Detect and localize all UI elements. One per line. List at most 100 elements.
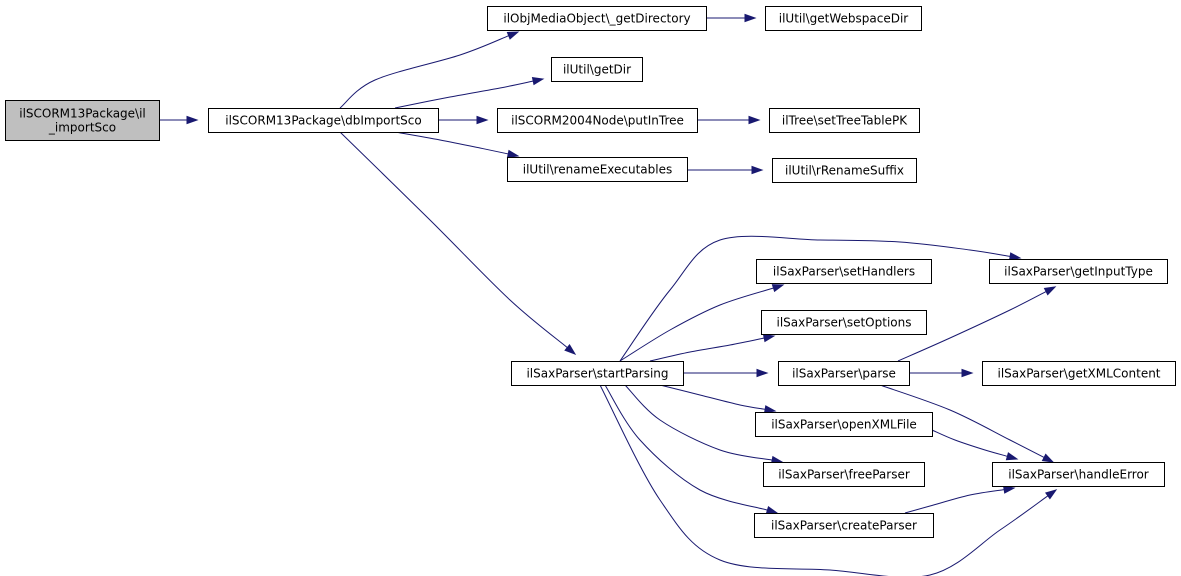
- edge-line: [624, 384, 773, 461]
- arrow-head: [1045, 489, 1058, 500]
- node-get-directory[interactable]: ilObjMediaObject\_getDirectory: [487, 6, 707, 31]
- node-get-input-type[interactable]: ilSaxParser\getInputType: [989, 259, 1168, 284]
- arrow-head: [186, 115, 199, 125]
- node-label: ilSCORM13Package\il: [19, 107, 146, 121]
- node-start-parsing[interactable]: ilSaxParser\startParsing: [511, 361, 684, 386]
- edge-open-xml-file-to-handle-error: [931, 429, 1019, 461]
- edge-line: [659, 384, 766, 410]
- arrow-head: [756, 368, 769, 378]
- node-label: ilSaxParser\getInputType: [1004, 265, 1153, 279]
- node-label: ilTree\setTreeTablePK: [782, 114, 908, 128]
- edge-line: [619, 287, 774, 362]
- node-label: _importSco: [48, 121, 116, 135]
- node-box: [755, 412, 933, 437]
- edge-parse-to-get-input-type: [897, 286, 1057, 362]
- node-box: [551, 57, 643, 82]
- node-free-parser[interactable]: ilSaxParser\freeParser: [763, 462, 925, 487]
- edge-start-parsing-to-get-input-type: [619, 235, 1022, 362]
- arrow-head: [1043, 286, 1057, 296]
- edge-start-parsing-to-create-parser: [604, 384, 779, 515]
- node-label: ilSCORM2004Node\putInTree: [511, 114, 684, 128]
- edge-db-import-sco-to-start-parsing: [339, 131, 577, 355]
- edge-line: [619, 235, 1011, 362]
- edge-put-in-tree-to-set-tree-table-pk: [697, 115, 761, 125]
- node-box: [982, 361, 1176, 386]
- call-graph-edges: [159, 13, 1058, 576]
- arrow-head: [564, 344, 577, 355]
- edge-rename-executables-to-r-rename-suffix: [687, 165, 764, 175]
- edge-line: [394, 80, 534, 109]
- edge-line: [599, 384, 1049, 576]
- node-create-parser[interactable]: ilSaxParser\createParser: [754, 513, 934, 538]
- arrow-head: [1002, 485, 1016, 494]
- node-box: [763, 462, 925, 487]
- node-label: ilUtil\renameExecutables: [523, 163, 673, 177]
- arrow-head: [531, 77, 545, 86]
- edge-db-import-sco-to-rename-executables: [394, 131, 520, 158]
- edge-line: [931, 429, 1008, 457]
- edge-parse-to-handle-error: [879, 384, 1055, 463]
- node-handle-error[interactable]: ilSaxParser\handleError: [992, 462, 1165, 487]
- edge-start-parsing-to-handle-error: [599, 384, 1058, 576]
- node-import-sco: ilSCORM13Package\il_importSco: [5, 100, 160, 141]
- arrow-head: [744, 13, 757, 23]
- node-r-rename-suffix[interactable]: ilUtil\rRenameSuffix: [772, 158, 917, 183]
- node-box: [208, 108, 439, 133]
- edge-line: [904, 489, 1005, 514]
- node-label: ilSaxParser\freeParser: [778, 468, 910, 482]
- edge-start-parsing-to-open-xml-file: [659, 384, 777, 414]
- node-box: [989, 259, 1168, 284]
- arrow-head: [506, 149, 520, 158]
- edge-db-import-sco-to-get-directory: [339, 31, 520, 109]
- node-box: [992, 462, 1165, 487]
- node-label: ilSaxParser\createParser: [771, 519, 917, 533]
- node-get-dir[interactable]: ilUtil\getDir: [551, 57, 643, 82]
- edge-line: [604, 384, 768, 511]
- edge-start-parsing-to-set-handlers: [619, 284, 785, 362]
- node-db-import-sco[interactable]: ilSCORM13Package\dbImportSco: [208, 108, 439, 133]
- edge-start-parsing-to-parse: [683, 368, 769, 378]
- node-box: [772, 158, 917, 183]
- arrow-head: [961, 368, 974, 378]
- arrow-head: [748, 115, 761, 125]
- edge-create-parser-to-handle-error: [904, 485, 1016, 514]
- arrow-head: [765, 505, 779, 515]
- arrow-head: [751, 165, 764, 175]
- node-label: ilSaxParser\handleError: [1008, 468, 1149, 482]
- arrow-head: [763, 405, 777, 414]
- node-set-tree-table-pk[interactable]: ilTree\setTreeTablePK: [769, 108, 920, 133]
- edge-parse-to-get-xml-content: [909, 368, 974, 378]
- node-box: [497, 108, 698, 133]
- node-put-in-tree[interactable]: ilSCORM2004Node\putInTree: [497, 108, 698, 133]
- edge-import-sco-to-db-import-sco: [159, 115, 199, 125]
- node-set-handlers[interactable]: ilSaxParser\setHandlers: [756, 259, 932, 284]
- node-get-webspace-dir[interactable]: ilUtil\getWebspaceDir: [765, 6, 922, 31]
- arrow-head: [1041, 453, 1055, 463]
- node-rename-executables[interactable]: ilUtil\renameExecutables: [507, 157, 688, 182]
- node-label: ilSaxParser\startParsing: [526, 367, 668, 381]
- node-open-xml-file[interactable]: ilSaxParser\openXMLFile: [755, 412, 933, 437]
- arrow-head: [771, 284, 785, 293]
- node-parse[interactable]: ilSaxParser\parse: [778, 361, 910, 386]
- edge-line: [879, 384, 1045, 458]
- node-box: [761, 310, 927, 335]
- node-label: ilSaxParser\getXMLContent: [997, 367, 1160, 381]
- arrow-head: [506, 31, 520, 40]
- edge-line: [339, 35, 509, 109]
- node-label: ilSaxParser\setHandlers: [773, 265, 915, 279]
- edge-db-import-sco-to-put-in-tree: [438, 115, 489, 125]
- node-set-options[interactable]: ilSaxParser\setOptions: [761, 310, 927, 335]
- node-label: ilSaxParser\parse: [792, 367, 896, 381]
- edge-line: [394, 131, 509, 155]
- arrow-head: [476, 115, 489, 125]
- node-box: [769, 108, 920, 133]
- node-label: ilUtil\getWebspaceDir: [779, 12, 909, 26]
- node-get-xml-content[interactable]: ilSaxParser\getXMLContent: [982, 361, 1176, 386]
- node-box: [507, 157, 688, 182]
- node-box: [778, 361, 910, 386]
- node-box: [511, 361, 684, 386]
- node-label: ilSaxParser\setOptions: [777, 316, 912, 330]
- node-box: [754, 513, 934, 538]
